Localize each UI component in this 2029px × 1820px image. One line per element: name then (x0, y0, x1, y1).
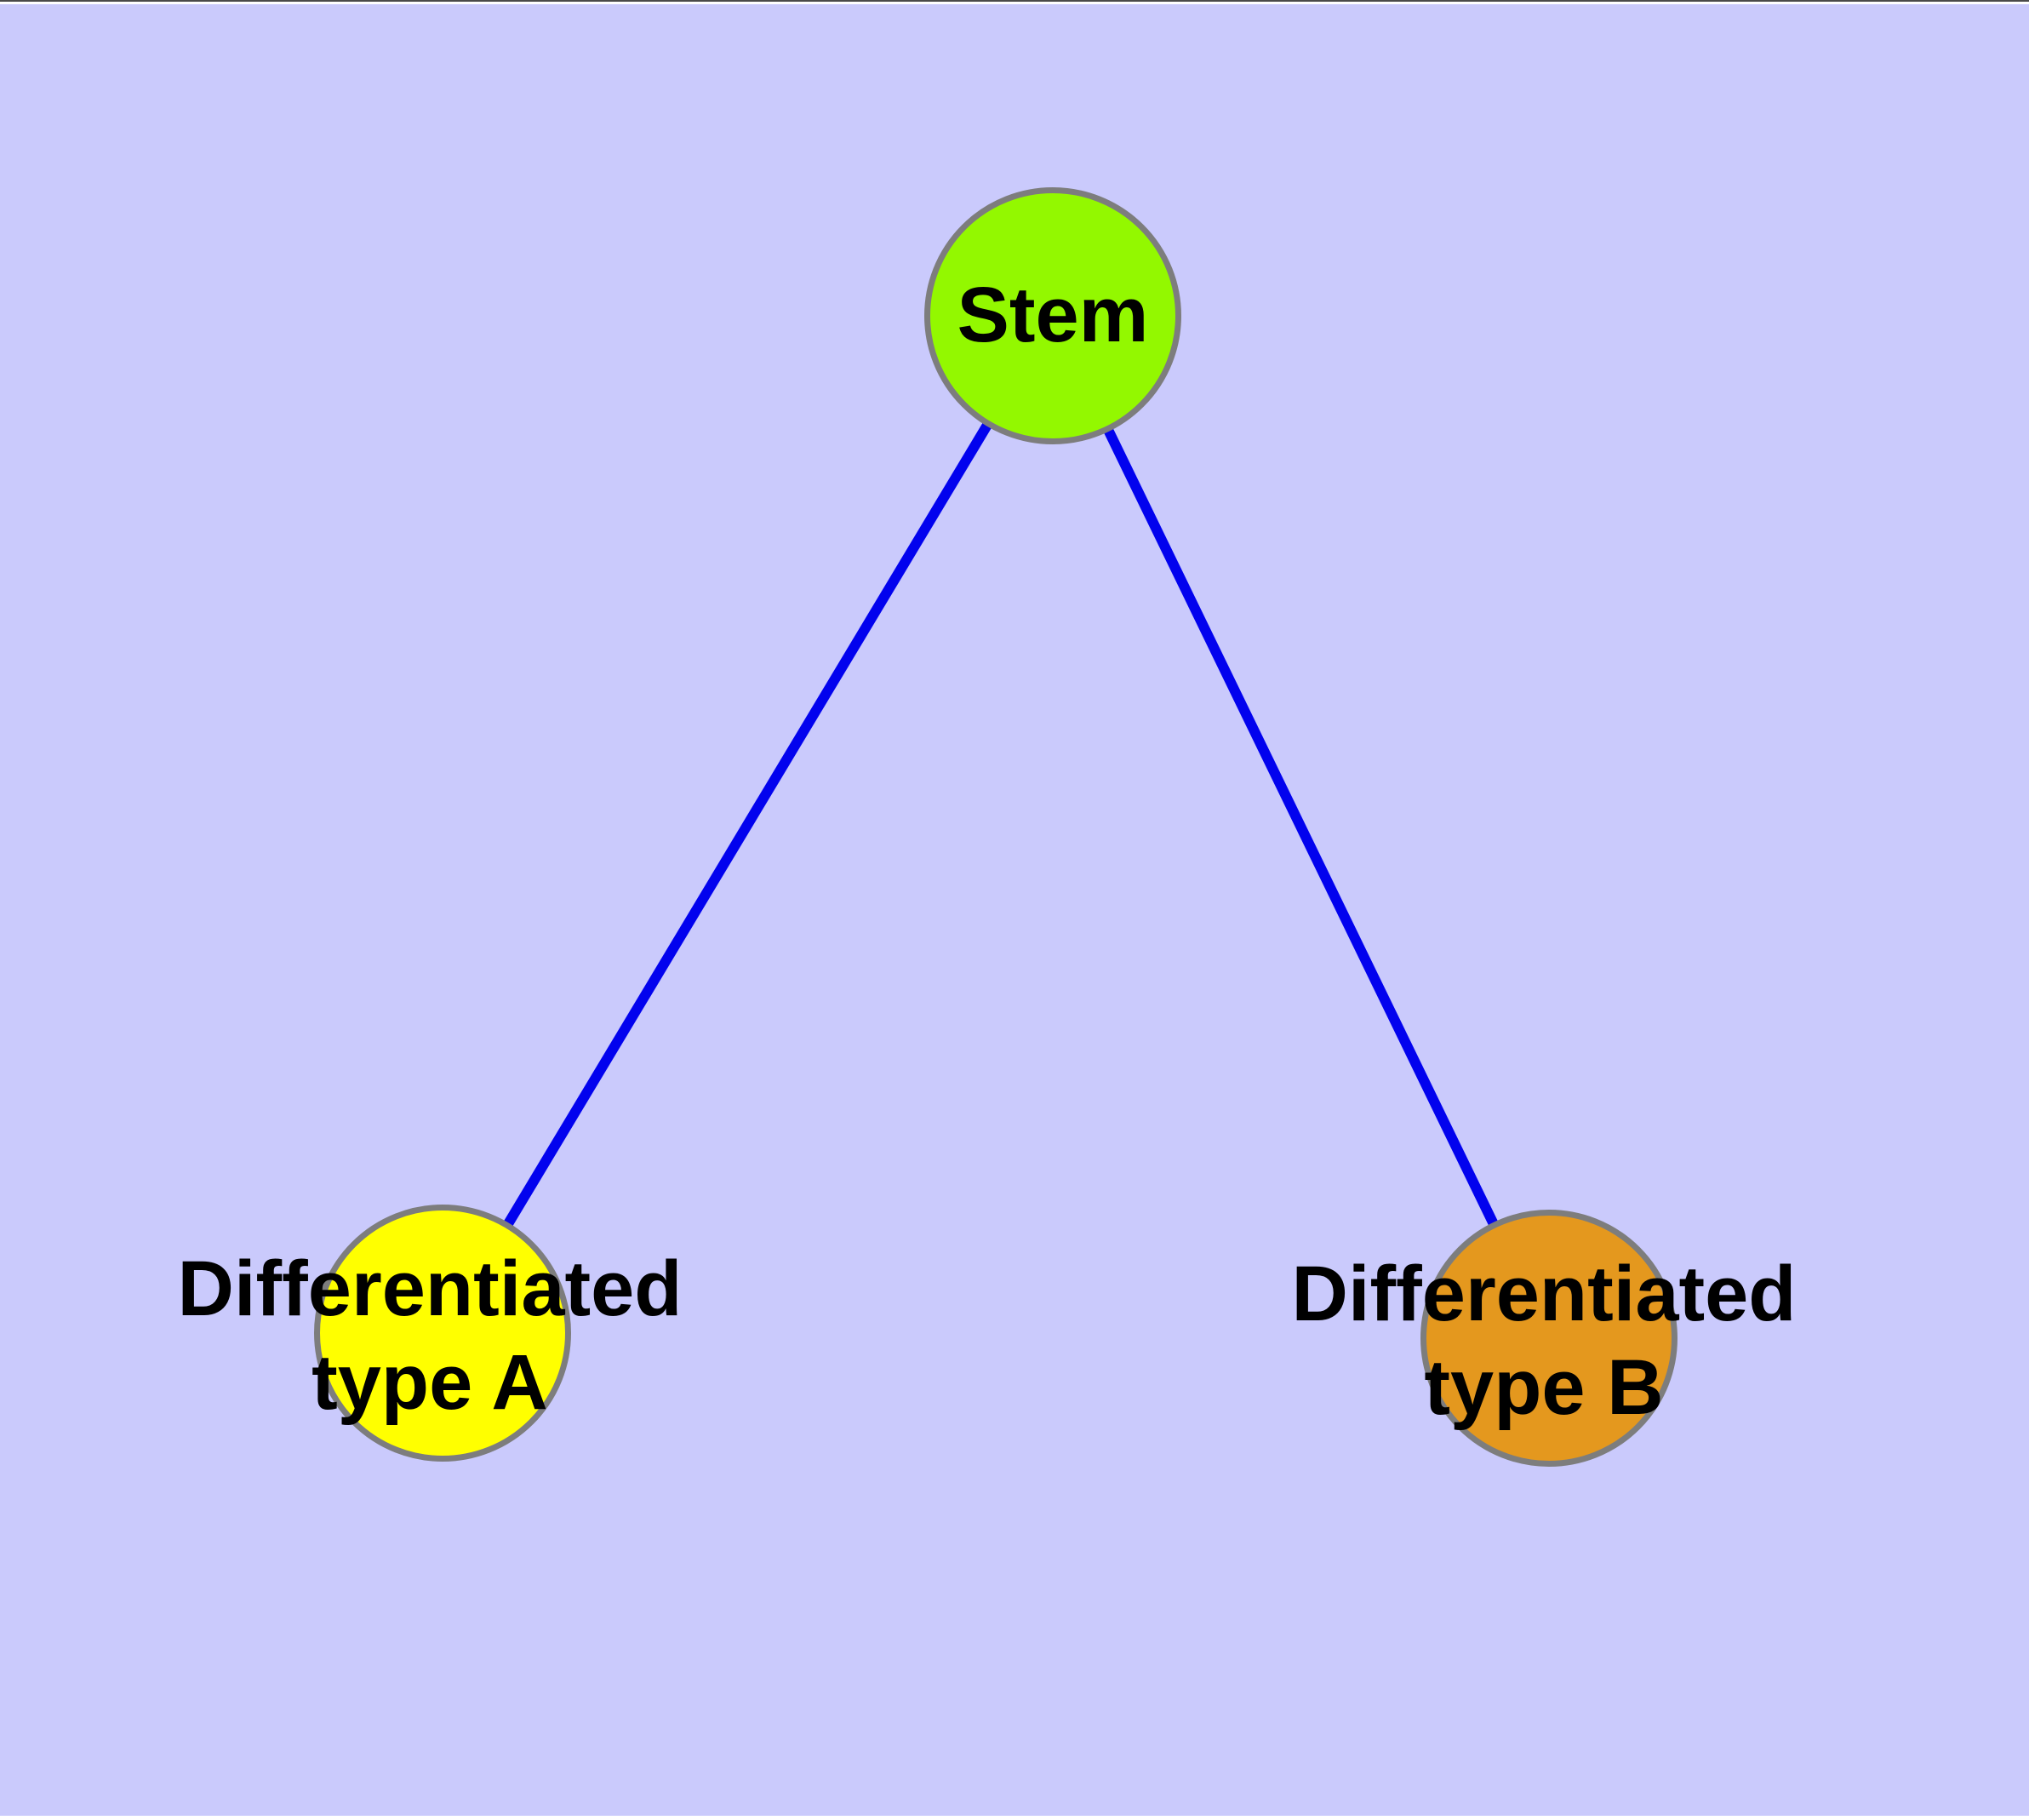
node-label-differentiated-type-b: Differentiated type B (1291, 1251, 1797, 1431)
window-top-edge-line (0, 0, 2029, 2)
window-top-edge-white (0, 2, 2029, 4)
node-differentiated-type-a (314, 1205, 571, 1462)
node-stem (924, 187, 1181, 444)
node-label-differentiated-type-a: Differentiated type A (177, 1245, 683, 1426)
edge-stem-to-type-b (1048, 313, 1554, 1341)
node-differentiated-type-b (1420, 1210, 1677, 1467)
node-label-stem: Stem (957, 272, 1149, 358)
edge-stem-to-type-a (437, 312, 1058, 1336)
window-bottom-edge-white (0, 1816, 2029, 1820)
